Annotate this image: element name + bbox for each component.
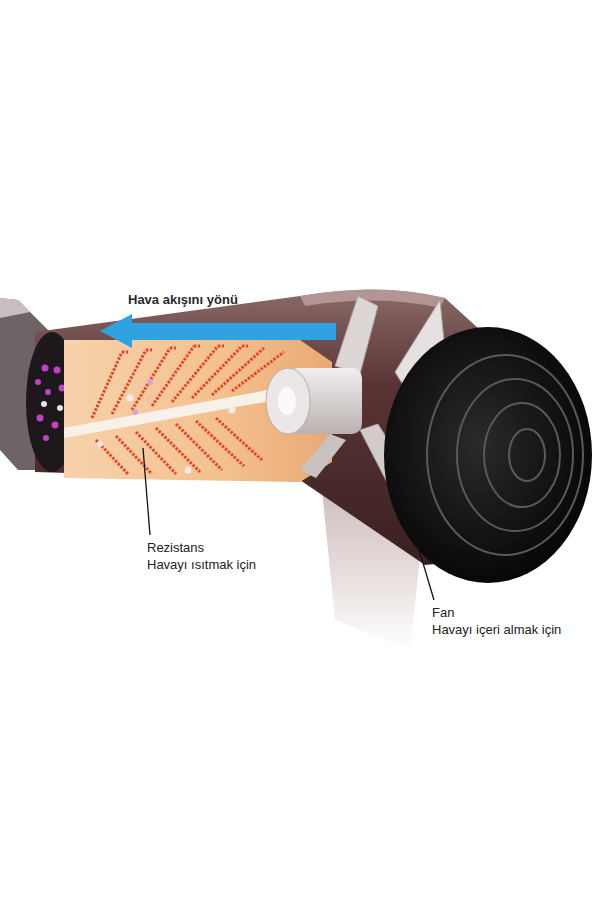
- fan-hub-cap: [278, 387, 296, 415]
- fan-blade: [300, 434, 346, 478]
- intake-grille: [384, 327, 592, 583]
- flow-direction-label: Hava akışını yönü: [128, 292, 238, 308]
- fan-hub-face: [266, 368, 310, 434]
- part-name: Rezistans: [147, 540, 204, 556]
- leader-line: [396, 472, 434, 600]
- heating-chamber: [64, 340, 332, 482]
- nozzle-rim: [0, 298, 30, 318]
- outlet-dots: [35, 365, 66, 442]
- heating-coil: [92, 346, 284, 474]
- grille-rings: [427, 355, 583, 555]
- fan-blade: [335, 296, 378, 374]
- airflow-arrow: [100, 314, 336, 348]
- part-function: Havayı ısıtmak için: [147, 557, 256, 573]
- leader-line: [143, 448, 150, 535]
- part-function: Havayı içeri almak için: [432, 622, 561, 638]
- part-name: Fan: [432, 605, 454, 621]
